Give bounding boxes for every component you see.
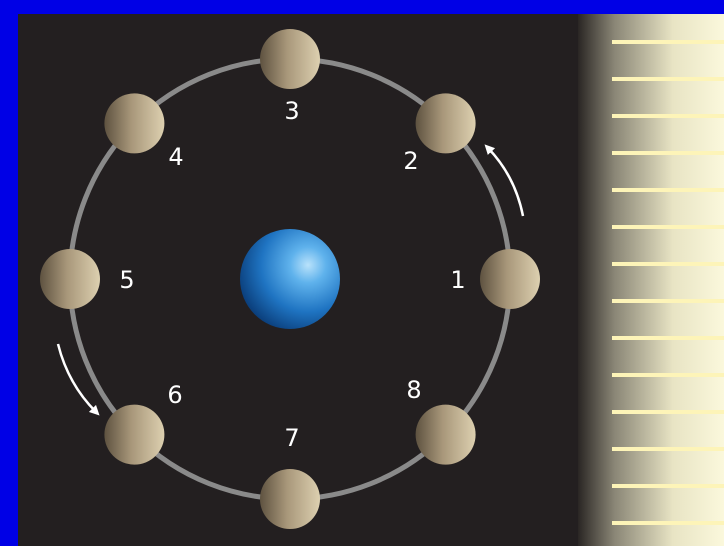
sunlight-ray [612, 336, 724, 340]
moon-half-lit-icon [40, 249, 100, 309]
sunlight-ray [612, 447, 724, 451]
sunlight-ray [612, 151, 724, 155]
sunlight-panel [578, 14, 724, 546]
sunlight-ray [612, 188, 724, 192]
sunlight-ray [612, 225, 724, 229]
moon-position-label: 1 [450, 266, 465, 294]
moon-position-label: 3 [284, 97, 299, 125]
moon-position-label: 5 [119, 266, 134, 294]
sunlight-ray [612, 484, 724, 488]
moon-position-label: 8 [406, 376, 421, 404]
moon-half-lit-icon [480, 249, 540, 309]
moon-half-lit-icon [104, 405, 164, 465]
moon-half-lit-icon [416, 405, 476, 465]
sunlight-ray [612, 521, 724, 525]
diagram-svg: 1 2 3 4 5 6 7 8 [18, 14, 724, 546]
moon-phase-diagram: 1 2 3 4 5 6 7 8 [18, 14, 724, 546]
moon-half-lit-icon [416, 93, 476, 153]
moon-position-label: 4 [168, 143, 183, 171]
frame-border-left [0, 0, 18, 546]
moon-position-label: 7 [284, 424, 299, 452]
moon-half-lit-icon [260, 29, 320, 89]
sunlight-ray [612, 410, 724, 414]
moon-half-lit-icon [104, 93, 164, 153]
moon-position-label: 6 [167, 381, 182, 409]
sunlight-ray [612, 114, 724, 118]
sunlight-ray [612, 40, 724, 44]
moon-half-lit-icon [260, 469, 320, 529]
sunlight-ray [612, 299, 724, 303]
frame-border-top [0, 0, 724, 14]
earth-sphere-icon [240, 229, 340, 329]
sunlight-ray [612, 262, 724, 266]
moon-position-label: 2 [403, 147, 418, 175]
sunlight-ray [612, 373, 724, 377]
sunlight-ray [612, 77, 724, 81]
